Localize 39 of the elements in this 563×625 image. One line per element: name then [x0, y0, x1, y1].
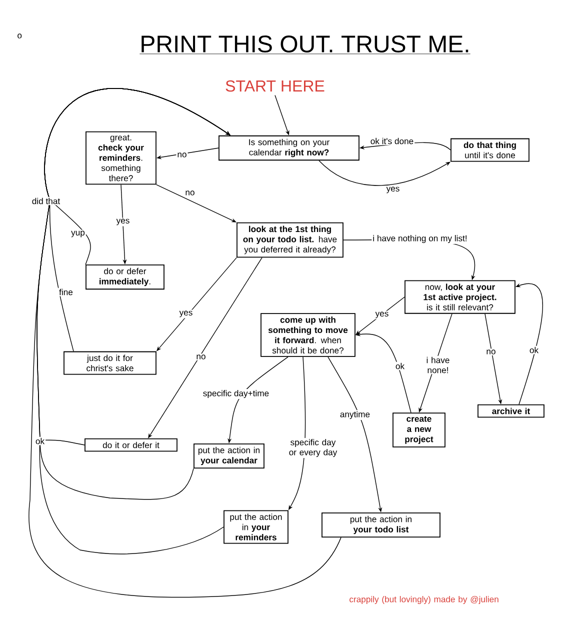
edge-label: anytime: [338, 410, 372, 420]
edge-label: no: [176, 152, 188, 158]
edge-label: yes: [178, 310, 194, 318]
process-box: put the action in your calendar: [194, 443, 264, 469]
process-box: Is something on your calendar right now?: [218, 135, 360, 161]
edge-label: yes: [374, 310, 390, 320]
edge-label: ok: [34, 436, 46, 446]
edge-label: fine: [58, 288, 74, 296]
process-box: now, look at your 1st active project. is it still relevant?: [404, 280, 516, 314]
process-box: do it or defer it: [84, 438, 178, 452]
process-box: put the action in your reminders: [224, 510, 288, 544]
start-label: START HERE: [226, 80, 324, 92]
process-box: put the action in your todo list: [322, 512, 440, 538]
edge-label: ok it's done: [369, 136, 415, 146]
edge-label: specific day or every day: [281, 438, 345, 458]
edge-label: yes: [385, 186, 401, 194]
edge-label: i have nothing on my list!: [372, 234, 468, 244]
process-box: great. check your reminders. something there?: [86, 131, 156, 185]
edge-label: i have none!: [422, 356, 454, 374]
process-box: do or defer immediately.: [86, 264, 164, 290]
edge-label: ok: [394, 362, 406, 370]
process-box: just do it for christ's sake: [64, 351, 156, 375]
edge-label: no: [184, 190, 196, 196]
edge-label: ok: [528, 346, 540, 354]
title: PRINT THIS OUT. TRUST ME.: [139, 36, 471, 54]
credit-text: crappily (but lovingly) made by @julien: [348, 595, 500, 605]
process-box: archive it: [478, 404, 544, 418]
edge-label: yes: [115, 218, 131, 226]
process-box: look at the 1st thing on your todo list. have you deferred it already?: [236, 222, 344, 258]
small-mark: o: [16, 32, 23, 40]
edge-label: no: [195, 354, 207, 360]
note-label: did that: [30, 196, 62, 206]
process-box: come up with something to move it forward. when should it be done?: [260, 313, 356, 357]
arrow: [28, 88, 342, 598]
edge-label: no: [485, 348, 497, 356]
process-box: do that thing until it's done: [450, 138, 530, 162]
edge-label: specific day+time: [202, 389, 270, 400]
edge-label: yup: [70, 230, 86, 238]
process-box: create a new project: [392, 412, 446, 448]
